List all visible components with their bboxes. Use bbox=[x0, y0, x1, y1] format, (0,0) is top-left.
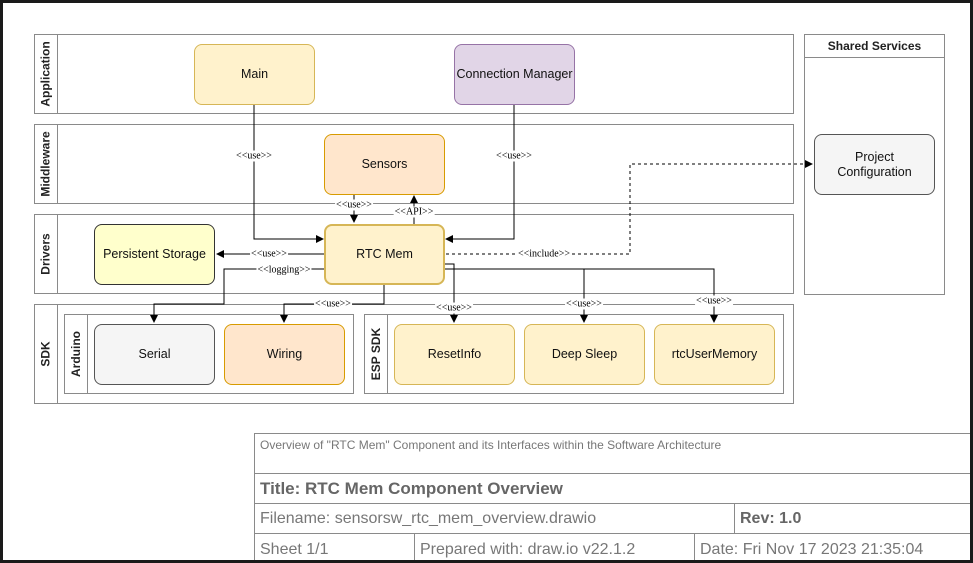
node-main[interactable]: Main bbox=[194, 44, 315, 105]
edge-label-wiring-use: <<use>> bbox=[314, 298, 352, 310]
edge-label-conn-use: <<use>> bbox=[495, 150, 533, 162]
edge-rtc-rtcuser bbox=[444, 268, 718, 323]
project-config-line2: Configuration bbox=[837, 164, 912, 179]
edge-main-rtc bbox=[253, 104, 324, 243]
title-block-filename: Filename: sensorsw_rtc_mem_overview.draw… bbox=[254, 503, 735, 534]
edge-label-main-use: <<use>> bbox=[235, 150, 273, 162]
edge-label-sensors-use: <<use>> bbox=[335, 199, 373, 211]
shared-services-container: Shared Services bbox=[804, 34, 945, 295]
edge-conn-rtc bbox=[445, 104, 515, 243]
node-rtc-user-memory[interactable]: rtcUserMemory bbox=[654, 324, 775, 385]
edge-rtc-config-include bbox=[446, 160, 813, 255]
edge-label-persistent-use: <<use>> bbox=[250, 248, 288, 260]
edge-label-deepsleep-use: <<use>> bbox=[565, 298, 603, 310]
edge-label-api: <<API>> bbox=[393, 206, 435, 218]
edge-label-include: <<include>> bbox=[517, 248, 571, 260]
edge-rtc-deepsleep bbox=[444, 268, 588, 323]
node-deep-sleep[interactable]: Deep Sleep bbox=[524, 324, 645, 385]
node-sensors[interactable]: Sensors bbox=[324, 134, 445, 195]
title-block-rev: Rev: 1.0 bbox=[734, 503, 970, 534]
title-block: Overview of "RTC Mem" Component and its … bbox=[254, 433, 970, 560]
edge-label-rtcuser-use: <<use>> bbox=[695, 295, 733, 307]
title-block-title: Title: RTC Mem Component Overview bbox=[254, 473, 970, 504]
node-project-configuration[interactable]: Project Configuration bbox=[814, 134, 935, 195]
edge-label-logging: <<logging>> bbox=[256, 264, 312, 276]
node-serial[interactable]: Serial bbox=[94, 324, 215, 385]
lane-sdk: SDK bbox=[34, 304, 794, 404]
title-block-description: Overview of "RTC Mem" Component and its … bbox=[254, 433, 970, 474]
node-connection-manager[interactable]: Connection Manager bbox=[454, 44, 575, 105]
title-block-prepared-with: Prepared with: draw.io v22.1.2 bbox=[414, 533, 695, 560]
node-persistent-storage[interactable]: Persistent Storage bbox=[94, 224, 215, 285]
node-wiring[interactable]: Wiring bbox=[224, 324, 345, 385]
node-resetinfo[interactable]: ResetInfo bbox=[394, 324, 515, 385]
lane-application: Application bbox=[34, 34, 794, 114]
lane-arduino: Arduino bbox=[64, 314, 354, 394]
edge-label-resetinfo-use: <<use>> bbox=[435, 302, 473, 314]
project-config-line1: Project bbox=[855, 149, 894, 164]
title-block-date: Date: Fri Nov 17 2023 21:35:04 bbox=[694, 533, 970, 560]
node-rtc-mem[interactable]: RTC Mem bbox=[324, 224, 445, 285]
lane-esp-sdk: ESP SDK bbox=[364, 314, 784, 394]
title-block-sheet: Sheet 1/1 bbox=[254, 533, 415, 560]
shared-services-title: Shared Services bbox=[805, 35, 944, 58]
